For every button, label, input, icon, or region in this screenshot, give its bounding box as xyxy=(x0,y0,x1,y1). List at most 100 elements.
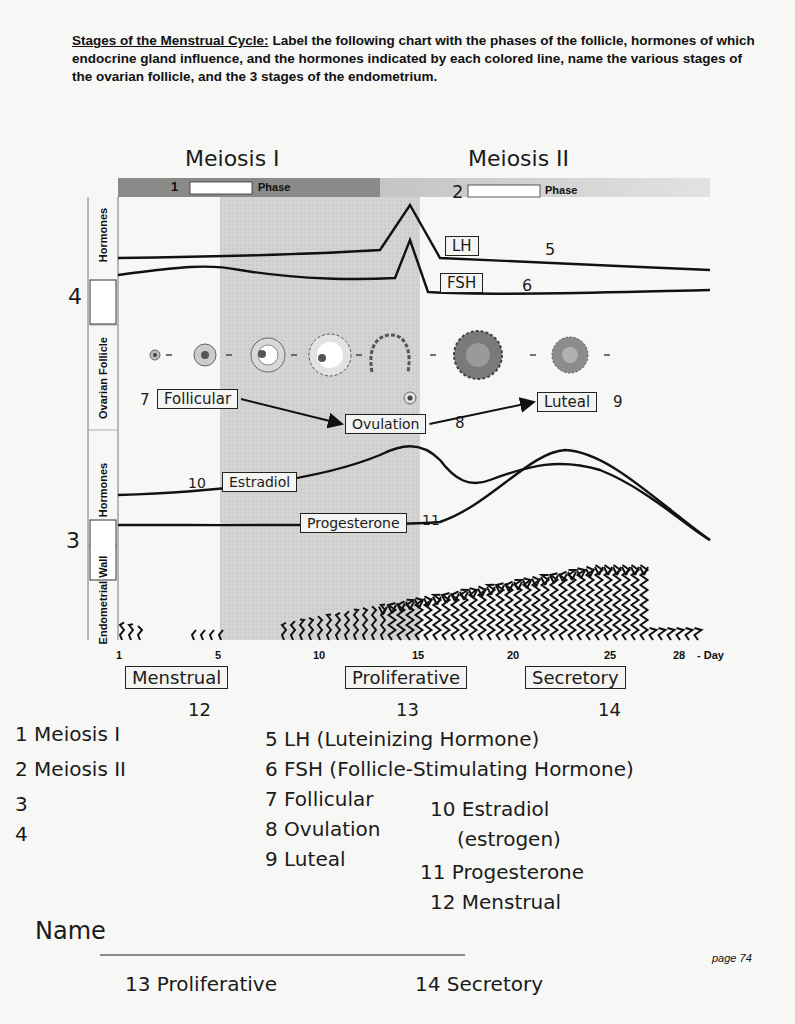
endometrial-gland xyxy=(407,600,414,640)
gland-branch xyxy=(379,607,387,615)
endometrial-gland xyxy=(461,590,468,640)
day-tick: 5 xyxy=(215,649,221,661)
endometrial-gland xyxy=(560,572,567,640)
sequence-arrow xyxy=(241,399,342,424)
endometrial-gland xyxy=(389,603,396,640)
endometrium-stage-box: Secretory xyxy=(525,666,626,689)
callout-number: 8 xyxy=(455,414,465,432)
endometrial-gland xyxy=(210,630,214,640)
endometrial-gland xyxy=(372,606,376,640)
gland-branch xyxy=(640,567,648,575)
day-tick: 1 xyxy=(116,649,122,661)
endometrial-gland xyxy=(596,565,603,640)
endometrial-gland xyxy=(452,591,459,640)
gland-branch xyxy=(568,572,576,580)
answer-text: 14 Secretory xyxy=(415,972,543,996)
row-label: Endometrial Wall xyxy=(97,556,109,645)
gland-branch xyxy=(424,598,432,606)
answer-box: LH xyxy=(445,236,479,256)
endometrial-gland xyxy=(632,565,639,640)
box-text: Ovulation xyxy=(352,416,419,432)
callout-number: 3 xyxy=(66,528,80,553)
worksheet-title: Stages of the Menstrual Cycle: xyxy=(72,33,269,48)
endometrial-gland xyxy=(641,565,648,640)
box-text: Progesterone xyxy=(307,515,400,531)
answer-text: 2 Meiosis II xyxy=(15,757,126,781)
row-label: Hormones xyxy=(97,208,109,262)
endometrial-gland xyxy=(120,622,124,640)
gland-branch xyxy=(586,569,594,577)
callout-number: 13 xyxy=(396,699,419,720)
callout-number: 10 xyxy=(188,475,206,491)
endometrial-gland xyxy=(318,616,322,640)
endometrial-gland xyxy=(219,630,223,640)
answer-box: Luteal xyxy=(537,392,597,412)
endometrium-stage-box: Menstrual xyxy=(125,666,228,689)
row-label: Hormones xyxy=(97,463,109,517)
endometrial-gland xyxy=(192,630,196,640)
answer-text: 4 xyxy=(15,822,28,846)
endometrium-stage-box: Proliferative xyxy=(345,666,467,689)
phase-number: 2 xyxy=(452,181,463,202)
callout-number: 12 xyxy=(188,699,211,720)
gland-branch xyxy=(604,567,612,575)
gland-branch xyxy=(559,574,567,582)
box-text: Follicular xyxy=(164,390,231,408)
gland-branch xyxy=(460,592,468,600)
endometrial-gland xyxy=(623,565,630,640)
endometrial-gland xyxy=(578,568,585,640)
answer-text: 11 Progesterone xyxy=(420,860,584,884)
answer-text: 6 FSH (Follicle-Stimulating Hormone) xyxy=(265,757,634,781)
answer-box: Ovulation xyxy=(345,414,426,434)
gland-branch xyxy=(487,587,495,595)
answer-box: FSH xyxy=(440,273,483,293)
day-tick: 15 xyxy=(412,649,424,661)
endometrial-gland xyxy=(605,565,612,640)
instruction-paragraph: Stages of the Menstrual Cycle:Label the … xyxy=(72,32,762,87)
gland-branch xyxy=(388,605,396,613)
row-label: Ovarian Follicle xyxy=(97,337,109,419)
gland-branch xyxy=(595,567,603,575)
answer-text: 9 Luteal xyxy=(265,847,346,871)
gland-branch xyxy=(541,577,549,585)
box-text: FSH xyxy=(447,274,476,292)
answer-text: 8 Ovulation xyxy=(265,817,380,841)
endometrial-gland xyxy=(416,598,423,640)
endometrial-gland xyxy=(201,630,205,640)
endometrial-gland xyxy=(434,595,441,640)
gland-branch xyxy=(451,593,459,601)
gland-branch xyxy=(406,602,414,610)
endometrial-gland xyxy=(695,628,702,640)
phase-label: Phase xyxy=(545,184,577,196)
box-text: Menstrual xyxy=(132,667,221,688)
sequence-arrow xyxy=(429,402,534,424)
callout-number: 6 xyxy=(522,276,532,295)
box-text: Secretory xyxy=(532,667,619,688)
endometrial-gland xyxy=(336,613,340,640)
endometrial-gland xyxy=(524,578,531,640)
endometrial-gland xyxy=(488,585,495,640)
answer-text: 10 Estradiol xyxy=(430,797,549,821)
endometrial-gland xyxy=(542,575,549,640)
day-tick: 20 xyxy=(507,649,519,661)
gland-branch xyxy=(622,567,630,575)
endometrial-gland xyxy=(587,567,594,640)
endometrial-gland xyxy=(686,628,693,640)
answer-text: 5 LH (Luteinizing Hormone) xyxy=(265,727,539,751)
endometrial-gland xyxy=(533,577,540,640)
endometrial-gland xyxy=(614,565,621,640)
answer-text: 3 xyxy=(15,792,28,816)
phase-number: 1 xyxy=(171,179,178,194)
day-tick: 25 xyxy=(604,649,616,661)
endometrial-gland xyxy=(291,621,295,640)
endometrial-gland xyxy=(515,580,522,640)
gland-branch xyxy=(613,567,621,575)
endometrial-gland xyxy=(443,593,450,640)
answer-text: 7 Follicular xyxy=(265,787,374,811)
meiosis-label: Meiosis I xyxy=(185,146,280,171)
callout-number: 5 xyxy=(545,240,555,259)
answer-text: 13 Proliferative xyxy=(125,972,277,996)
